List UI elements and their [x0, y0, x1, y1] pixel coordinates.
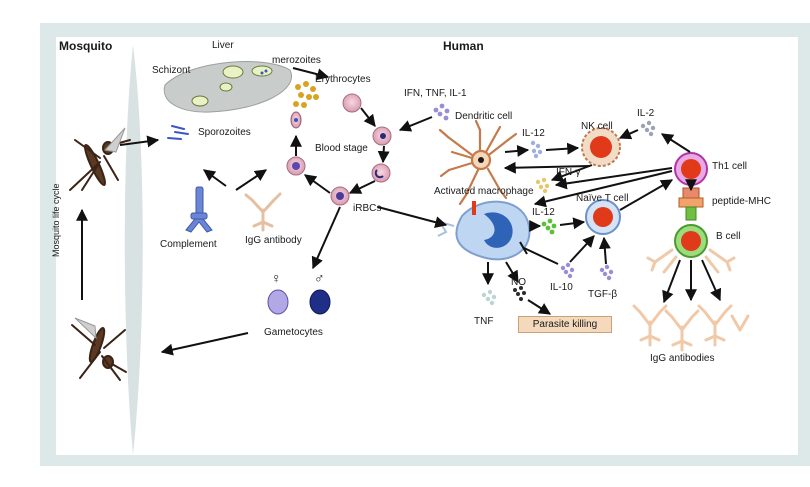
il12-mid-label: IL-12	[532, 207, 555, 218]
complement-label: Complement	[160, 239, 217, 250]
b-cell-label: B cell	[716, 231, 741, 242]
igg-antibodies-label: IgG antibodies	[650, 353, 715, 364]
merozoites-label: merozoites	[272, 55, 321, 66]
b-cell-icon	[674, 224, 708, 258]
arrows	[76, 67, 722, 356]
tgf-beta-dots	[599, 264, 614, 281]
irbcs-label: iRBCs	[353, 203, 382, 214]
ifn-tnf-il1-label: IFN, TNF, IL-1	[404, 88, 467, 99]
tgf-beta-label: TGF-β	[588, 289, 618, 300]
liver-label: Liver	[212, 40, 234, 51]
ifn-gamma-dots	[535, 177, 550, 194]
activated-macrophage-label: Activated macrophage	[434, 186, 534, 197]
nk-cell-icon	[581, 127, 621, 167]
igg-antibodies-icon	[632, 304, 750, 352]
il10-label: IL-10	[550, 282, 573, 293]
il12-top-label: IL-12	[522, 128, 545, 139]
complement-icon	[185, 186, 213, 233]
schizont-label: Schizont	[152, 65, 191, 76]
parasite-killing-box: Parasite killing	[518, 316, 612, 333]
liver-icon	[163, 61, 293, 113]
ifn-gamma-label: IFN-γ	[556, 167, 581, 178]
blood-stage-rbcs	[286, 93, 392, 206]
naive-t-cell-icon	[585, 199, 621, 235]
b-cell-receptors-icon	[646, 248, 736, 274]
inhibition-marker	[519, 241, 559, 265]
erythrocytes-label: Erythrocytes	[315, 74, 371, 85]
no-label: NO	[511, 277, 526, 288]
il2-label: IL-2	[637, 108, 655, 119]
il12-top-dots	[530, 140, 543, 159]
mosquito-top-icon	[69, 127, 131, 191]
merozoites-icon	[293, 81, 319, 108]
sporozoites-label: Sporozoites	[198, 127, 251, 138]
mosquito-human-divider	[124, 45, 143, 455]
mosquito-bottom-icon	[71, 317, 127, 381]
il12-mid-dots	[541, 218, 557, 235]
gametocytes-label: Gametocytes	[264, 327, 323, 338]
cytokine-dots-ifn	[433, 103, 450, 121]
igg-antibody-label: IgG antibody	[245, 235, 302, 246]
blood-stage-label: Blood stage	[315, 143, 368, 154]
mosquito-life-cycle-label: Mosquito life cycle	[51, 183, 61, 257]
tnf-dots	[481, 289, 497, 306]
il10-dots	[560, 262, 575, 279]
dendritic-cell-icon	[438, 119, 518, 206]
mosquito-header: Mosquito	[59, 39, 113, 53]
gametocytes-icon	[267, 289, 331, 315]
peptide-mhc-label: peptide-MHC	[712, 196, 771, 207]
th1-cell-icon	[674, 152, 708, 186]
human-header: Human	[443, 39, 484, 53]
male-symbol: ♂	[314, 270, 325, 286]
no-dots	[513, 286, 526, 301]
activated-macrophage-icon	[437, 200, 531, 261]
sporozoites-icon	[167, 125, 189, 140]
th1-cell-label: Th1 cell	[712, 161, 748, 172]
female-symbol: ♀	[271, 270, 282, 286]
naive-t-cell-label: Naïve T cell	[576, 193, 629, 204]
il2-dots	[640, 120, 656, 137]
nk-cell-label: NK cell	[581, 121, 613, 132]
peptide-mhc-icon	[678, 187, 704, 221]
igg-antibody-icon	[244, 192, 282, 232]
tnf-label: TNF	[474, 316, 494, 327]
dendritic-cell-label: Dendritic cell	[455, 111, 513, 122]
